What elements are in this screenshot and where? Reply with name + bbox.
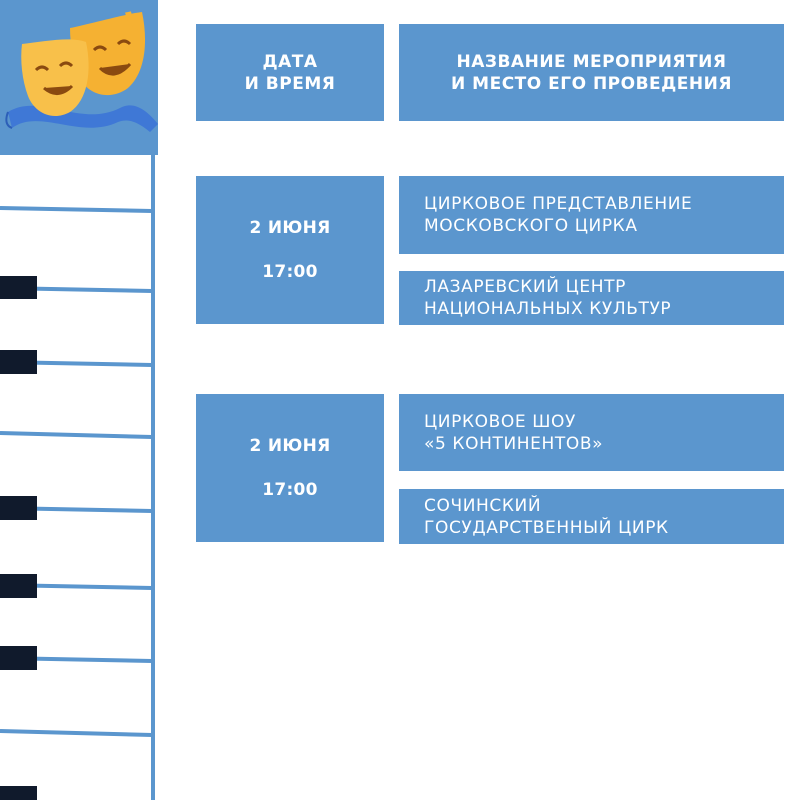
event-2-time: 17:00 xyxy=(262,480,318,500)
event-1-venue: ЛАЗАРЕВСКИЙ ЦЕНТР НАЦИОНАЛЬНЫХ КУЛЬТУР xyxy=(399,271,784,325)
event-2-datetime: 2 ИЮНЯ 17:00 xyxy=(196,394,384,542)
event-1-time: 17:00 xyxy=(262,262,318,282)
event-1-date: 2 ИЮНЯ xyxy=(249,218,331,238)
theatre-masks-icon xyxy=(5,11,158,132)
event-1-datetime: 2 ИЮНЯ 17:00 xyxy=(196,176,384,324)
event-2-title: ЦИРКОВОЕ ШОУ «5 КОНТИНЕНТОВ» xyxy=(399,394,784,471)
event-2-venue: СОЧИНСКИЙ ГОСУДАРСТВЕННЫЙ ЦИРК xyxy=(399,489,784,544)
decorative-strip xyxy=(0,0,160,800)
header-date-time: ДАТА И ВРЕМЯ xyxy=(196,24,384,121)
event-2-date: 2 ИЮНЯ xyxy=(249,436,331,456)
event-1-title: ЦИРКОВОЕ ПРЕДСТАВЛЕНИЕ МОСКОВСКОГО ЦИРКА xyxy=(399,176,784,254)
header-event-venue: НАЗВАНИЕ МЕРОПРИЯТИЯ И МЕСТО ЕГО ПРОВЕДЕ… xyxy=(399,24,784,121)
